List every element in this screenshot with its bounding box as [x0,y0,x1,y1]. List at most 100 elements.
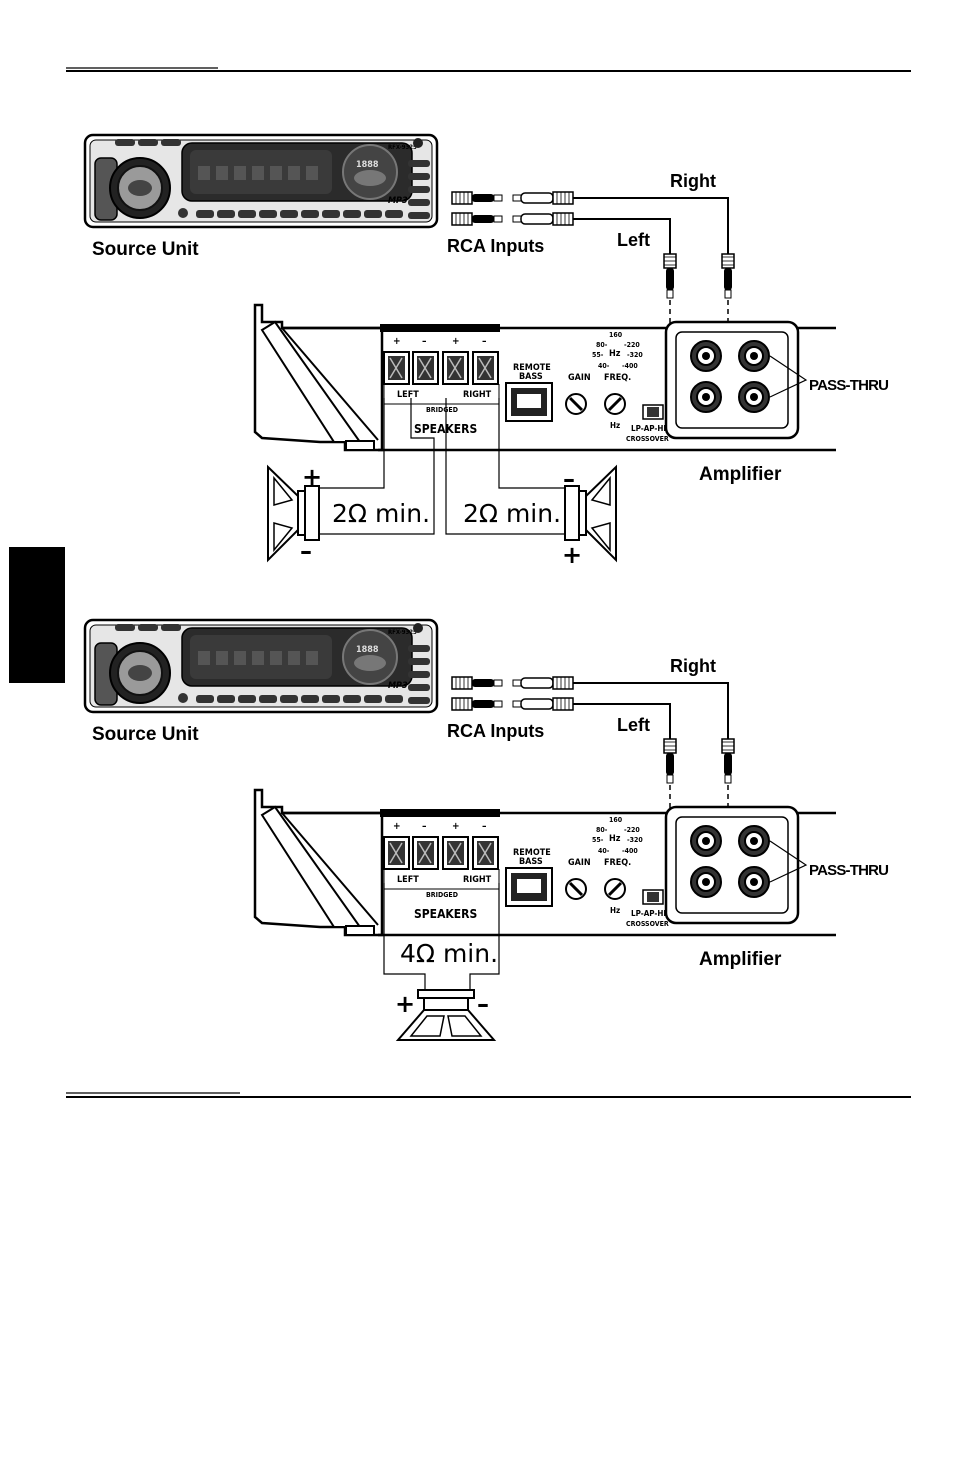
remote-bass-jack-slot [517,394,541,408]
speaker-wiring-4ohm: + – 4Ω min. [383,883,500,1041]
preset-button [301,210,319,218]
right-load-label: 2Ω min. [463,499,561,528]
freq-label: FREQ. [604,858,631,868]
display-segment [306,651,318,665]
rca-plug-tip [493,679,503,687]
rca-plug-body [472,700,494,708]
disc-logo-icon [354,655,386,671]
display-segment [198,166,210,180]
rca-inputs-label: RCA Inputs [447,236,544,256]
pass-thru-pointer [769,355,808,398]
heatsink-edge [281,327,379,441]
source-unit-label: Source Unit [92,239,199,260]
rca-plug [451,191,473,205]
heatsink-foot [345,925,375,936]
right-speaker-minus: – [563,465,575,493]
terminal-polarity: + [452,821,460,832]
freq-scale-label: 40- [598,362,610,370]
rca-plug-tip [493,215,503,223]
rca-plug [451,697,473,711]
power-button [178,208,188,218]
eject-button [413,623,423,633]
side-button [408,671,430,678]
preset-button [217,210,235,218]
preset-button [217,695,235,703]
display-segment [198,651,210,665]
display-segment [306,166,318,180]
freq-scale-label: 160 [609,816,623,824]
terminal-screw-slot [418,842,432,864]
side-button [408,645,430,652]
freq-scale-label: -400 [622,362,638,370]
rca-plug-body [666,268,674,290]
pass-thru-label: PASS-THRU [809,377,888,394]
left-channel-terminal-label: LEFT [397,390,419,400]
side-button [408,186,430,193]
rca-plug [451,676,473,690]
side-button [408,173,430,180]
mp3-badge: MP3 [388,681,408,691]
crossover-switch-slider [647,892,659,902]
bass-label: BASS [519,372,543,382]
terminal-polarity: – [422,821,427,832]
mp3-badge: MP3 [388,196,408,206]
hz-label: Hz [610,906,620,915]
right-channel-terminal-label: RIGHT [463,875,492,885]
freq-scale-label: 80- [596,341,608,349]
rca-inputs-label: RCA Inputs [447,721,544,741]
rca-plug-tip [512,679,522,687]
rca-plug-tip [666,289,674,299]
freq-knob-slot [607,881,623,897]
rca-plug [552,676,574,690]
display-segment [270,166,282,180]
headunit-top-button [138,624,158,631]
crossover-switch-slider [647,407,659,417]
rca-plug [552,212,574,226]
terminal-screw-slot [418,357,432,379]
display-digits: 1888 [356,645,379,655]
hz-label: Hz [609,349,621,359]
heatsink-edge [281,812,379,926]
model-label: RFX-9325 [388,144,417,151]
side-button [408,212,430,219]
rca-plug [552,697,574,711]
freq-scale-label: -220 [624,341,640,349]
rca-plug-tip [724,774,732,784]
freq-scale-label: 160 [609,331,623,339]
remote-bass-jack-slot [517,879,541,893]
preset-button [385,695,403,703]
terminal-cover [380,324,500,332]
side-button [408,199,430,206]
eject-button [413,138,423,148]
rca-plug-body [666,753,674,775]
side-button [408,697,430,704]
logo-icon [128,665,152,681]
right-channel-label: Right [670,656,716,676]
gain-knob-slot [568,881,584,897]
freq-scale-label: -220 [624,826,640,834]
rca-jack-pin [702,878,710,886]
left-rca-cable [573,703,671,740]
right-rca-cable [573,197,729,255]
freq-scale-label: 80- [596,826,608,834]
preset-button [364,695,382,703]
rca-plug-body [724,753,732,775]
bridged-label: BRIDGED [426,406,458,414]
preset-button [343,210,361,218]
rca-jack-pin [750,837,758,845]
heatsink-foot [345,440,375,451]
display-segment [288,651,300,665]
bass-label: BASS [519,857,543,867]
rca-plug-tip [512,194,522,202]
bridged-label: BRIDGED [426,891,458,899]
gain-knob-slot [568,396,584,412]
rca-plug [451,212,473,226]
preset-button [301,695,319,703]
preset-button [238,210,256,218]
display-segment [216,166,228,180]
crossover-label: CROSSOVER [626,435,669,443]
